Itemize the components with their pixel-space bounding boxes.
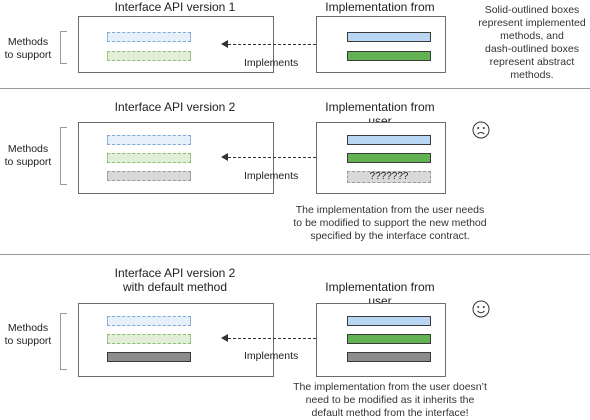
implements-arrow-head (221, 40, 228, 48)
implements-arrow-head (221, 334, 228, 342)
abstract-method-bar (107, 32, 191, 42)
legend-line: represent abstract (489, 56, 575, 68)
section-divider (0, 254, 590, 255)
implemented-method-bar (347, 51, 431, 61)
note-line: The implementation from the user doesn’t (293, 381, 487, 393)
interface-title-line: Interface API version 2 (114, 266, 236, 280)
implements-label: Implements (244, 170, 299, 182)
methods-label-line: Methods (7, 322, 49, 334)
methods-label-line: to support (4, 335, 52, 347)
interface-title: Interface API version 2 (78, 100, 272, 114)
interface-title-line: Interface API version 2 (114, 100, 236, 114)
legend-line: methods. (510, 69, 554, 81)
methods-bracket (60, 313, 67, 370)
implemented-method-bar (347, 153, 431, 163)
implemented-method-bar (347, 32, 431, 42)
missing-method-bar: ??????? (347, 171, 431, 183)
note-line: need to be modified as it inherits the (305, 394, 475, 406)
legend-note: Solid-outlined boxes represent implement… (476, 4, 588, 82)
abstract-method-bar (107, 51, 191, 61)
abstract-method-bar (107, 153, 191, 163)
legend-line: Solid-outlined boxes (484, 4, 580, 16)
abstract-method-bar (107, 316, 191, 326)
section-divider (0, 88, 590, 89)
methods-bracket (60, 31, 67, 64)
sad-face-icon (472, 121, 490, 139)
interface-title-line: Interface API version 1 (114, 0, 236, 14)
abstract-method-bar (107, 135, 191, 145)
abstract-method-bar (107, 334, 191, 344)
implements-label: Implements (244, 57, 299, 69)
interface-title: Interface API version 1 (78, 0, 272, 14)
implemented-method-bar (347, 334, 431, 344)
note-line: The implementation from the user needs (295, 204, 485, 216)
new-abstract-method-bar (107, 171, 191, 181)
implementation-box (316, 16, 446, 73)
implements-arrow (228, 44, 316, 45)
note-line: to be modified to support the new method (293, 217, 487, 229)
implementation-box: ??????? (316, 122, 446, 194)
interface-box (78, 303, 274, 377)
legend-line: methods, and (500, 30, 564, 42)
note-text: The implementation from the user doesn’t… (270, 381, 510, 420)
implements-arrow (228, 157, 316, 158)
interface-title: Interface API version 2 with default met… (78, 266, 272, 294)
implements-arrow-head (221, 153, 228, 161)
note-text: The implementation from the user needs t… (270, 204, 510, 243)
methods-label: Methods to support (0, 36, 56, 62)
note-line: specified by the interface contract. (310, 230, 470, 242)
implements-label: Implements (244, 350, 299, 362)
methods-label-line: Methods (7, 36, 49, 48)
implementation-box (316, 303, 446, 377)
smiley-face-icon (472, 300, 490, 318)
interface-title-line: with default method (122, 280, 228, 294)
default-method-bar (107, 352, 191, 362)
methods-label-line: to support (4, 49, 52, 61)
methods-label: Methods to support (0, 322, 56, 348)
note-line: default method from the interface! (311, 407, 469, 419)
legend-line: dash-outlined boxes (485, 43, 579, 55)
methods-bracket (60, 127, 67, 185)
legend-line: represent implemented (478, 17, 586, 29)
methods-label-line: to support (4, 156, 52, 168)
inherited-default-method-bar (347, 352, 431, 362)
implements-arrow (228, 338, 316, 339)
implemented-method-bar (347, 316, 431, 326)
methods-label: Methods to support (0, 143, 56, 169)
methods-label-line: Methods (7, 143, 49, 155)
implemented-method-bar (347, 135, 431, 145)
interface-box (78, 122, 274, 194)
